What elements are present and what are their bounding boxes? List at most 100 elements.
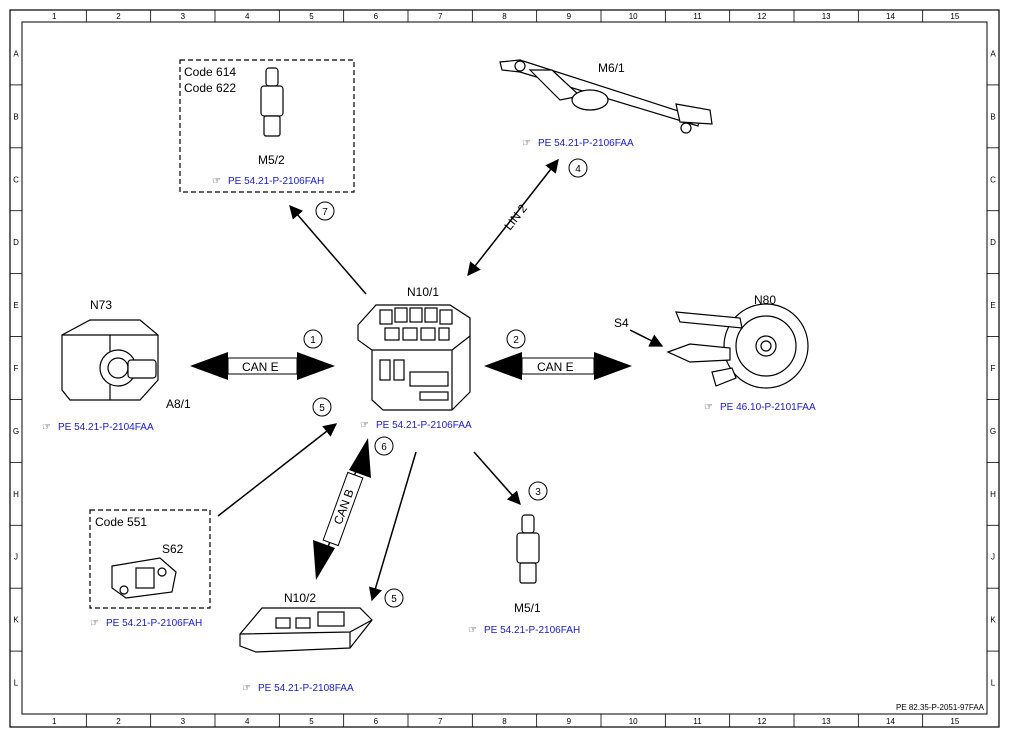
drawing-number: PE 82.35-P-2051-97FAA bbox=[896, 703, 985, 712]
circle-5b-number: 5 bbox=[391, 594, 397, 605]
grid-row-label: A bbox=[990, 49, 996, 58]
grid-column-label: 8 bbox=[502, 12, 507, 21]
m5-1-ref-link[interactable]: PE 54.21-P-2106FAH bbox=[484, 625, 580, 636]
code-614-label: Code 614 bbox=[184, 65, 236, 79]
grid-row-label: H bbox=[990, 490, 996, 499]
can-e-right-arrow-right bbox=[594, 352, 632, 380]
arrow-to-m5-2 bbox=[289, 204, 367, 295]
can-b-box bbox=[322, 471, 364, 547]
n10-1-ref-link[interactable]: PE 54.21-P-2106FAA bbox=[376, 420, 472, 431]
grid-column-label: 4 bbox=[245, 12, 250, 21]
circle-7 bbox=[315, 201, 335, 221]
grid-row-label: D bbox=[990, 238, 996, 247]
grid-row-label: G bbox=[990, 427, 996, 436]
n73-ref-link[interactable]: PE 54.21-P-2104FAA bbox=[58, 422, 154, 433]
grid-column-label: 1 bbox=[52, 717, 57, 726]
circle-4 bbox=[568, 158, 588, 178]
grid-column-label: 13 bbox=[822, 12, 831, 21]
grid-labels: 1122334455667788991010111112121313141415… bbox=[13, 12, 996, 726]
reference-pointer-icon: ☞ bbox=[522, 138, 531, 149]
grid-ticks bbox=[10, 10, 999, 727]
can-e-right-arrow-left bbox=[484, 352, 522, 380]
reference-pointer-icon: ☞ bbox=[242, 683, 251, 694]
grid-row-label: K bbox=[990, 616, 996, 625]
grid-row-label: E bbox=[990, 301, 995, 310]
grid-column-label: 15 bbox=[950, 717, 959, 726]
can-e-left-arrow-left bbox=[190, 352, 228, 380]
m6-1-wiper-motor bbox=[499, 59, 713, 134]
m6-1-ref-link[interactable]: PE 54.21-P-2106FAA bbox=[538, 138, 634, 149]
grid-row-label: E bbox=[13, 301, 18, 310]
grid-column-label: 4 bbox=[245, 717, 250, 726]
grid-row-label: G bbox=[13, 427, 19, 436]
n10-2-label: N10/2 bbox=[284, 591, 316, 605]
grid-column-label: 3 bbox=[181, 12, 186, 21]
grid-row-label: B bbox=[990, 112, 995, 121]
grid-column-label: 10 bbox=[629, 717, 638, 726]
grid-row-label: F bbox=[14, 364, 19, 373]
circle-1-number: 1 bbox=[310, 335, 316, 346]
grid-column-label: 14 bbox=[886, 717, 895, 726]
grid-column-label: 10 bbox=[629, 12, 638, 21]
circle-4-number: 4 bbox=[575, 164, 581, 175]
circle-3 bbox=[528, 481, 548, 501]
n10-2-ref-link[interactable]: PE 54.21-P-2108FAA bbox=[258, 683, 354, 694]
can-e-left-box bbox=[227, 357, 298, 375]
circle-5a bbox=[312, 397, 332, 417]
m5-2-ref-link[interactable]: PE 54.21-P-2106FAH bbox=[228, 176, 324, 187]
grid-column-label: 8 bbox=[502, 717, 507, 726]
circle-2-number: 2 bbox=[513, 335, 519, 346]
grid-row-label: A bbox=[13, 49, 19, 58]
m5-1-actuator bbox=[516, 514, 540, 584]
can-e-left-label: CAN E bbox=[242, 360, 279, 374]
grid-row-label: J bbox=[14, 553, 18, 562]
circle-5b bbox=[384, 588, 404, 608]
code-622-label: Code 622 bbox=[184, 81, 236, 95]
grid-row-label: F bbox=[991, 364, 996, 373]
s62-ref-link[interactable]: PE 54.21-P-2106FAH bbox=[106, 618, 202, 629]
grid-column-label: 6 bbox=[374, 717, 379, 726]
s62-label: S62 bbox=[162, 542, 184, 556]
grid-column-label: 2 bbox=[116, 12, 121, 21]
grid-row-label: C bbox=[990, 175, 996, 184]
n80-ref-link[interactable]: PE 46.10-P-2101FAA bbox=[720, 402, 816, 413]
relay-block bbox=[379, 309, 393, 325]
grid-column-label: 15 bbox=[950, 12, 959, 21]
n73-label: N73 bbox=[90, 298, 112, 312]
grid-column-label: 12 bbox=[757, 12, 766, 21]
grid-column-label: 11 bbox=[693, 717, 702, 726]
n73-ignition-switch bbox=[61, 319, 159, 401]
outer-frame bbox=[9, 9, 1000, 728]
grid-row-label: L bbox=[14, 679, 19, 688]
reference-pointer-icon: ☞ bbox=[90, 618, 99, 629]
grid-row-label: H bbox=[13, 490, 19, 499]
grid-column-label: 5 bbox=[309, 717, 314, 726]
grid-column-label: 7 bbox=[438, 12, 443, 21]
grid-column-label: 1 bbox=[52, 12, 57, 21]
circle-1 bbox=[303, 329, 323, 349]
a8-1-label: A8/1 bbox=[166, 397, 191, 411]
grid-column-label: 7 bbox=[438, 717, 443, 726]
arrow-from-s62 bbox=[217, 423, 338, 517]
lin-2-line bbox=[467, 158, 559, 277]
grid-row-label: J bbox=[991, 553, 995, 562]
grid-column-label: 9 bbox=[567, 717, 572, 726]
grid-column-label: 11 bbox=[693, 12, 702, 21]
s62-code-box bbox=[89, 509, 211, 609]
code-551-label: Code 551 bbox=[95, 515, 147, 529]
grid-column-label: 2 bbox=[116, 717, 121, 726]
s4-label: S4 bbox=[614, 316, 629, 330]
can-b-arrow-top bbox=[349, 438, 371, 478]
grid-column-label: 3 bbox=[181, 717, 186, 726]
m5-2-actuator bbox=[260, 67, 284, 137]
circle-2 bbox=[506, 329, 526, 349]
grid-column-label: 14 bbox=[886, 12, 895, 21]
n80-steering-column-module bbox=[666, 303, 809, 389]
m5-1-label: M5/1 bbox=[514, 601, 541, 615]
grid-row-label: L bbox=[991, 679, 996, 688]
grid-row-label: K bbox=[13, 616, 19, 625]
can-e-left-arrow-right bbox=[297, 352, 335, 380]
arrow-to-n10-2 bbox=[368, 451, 417, 602]
